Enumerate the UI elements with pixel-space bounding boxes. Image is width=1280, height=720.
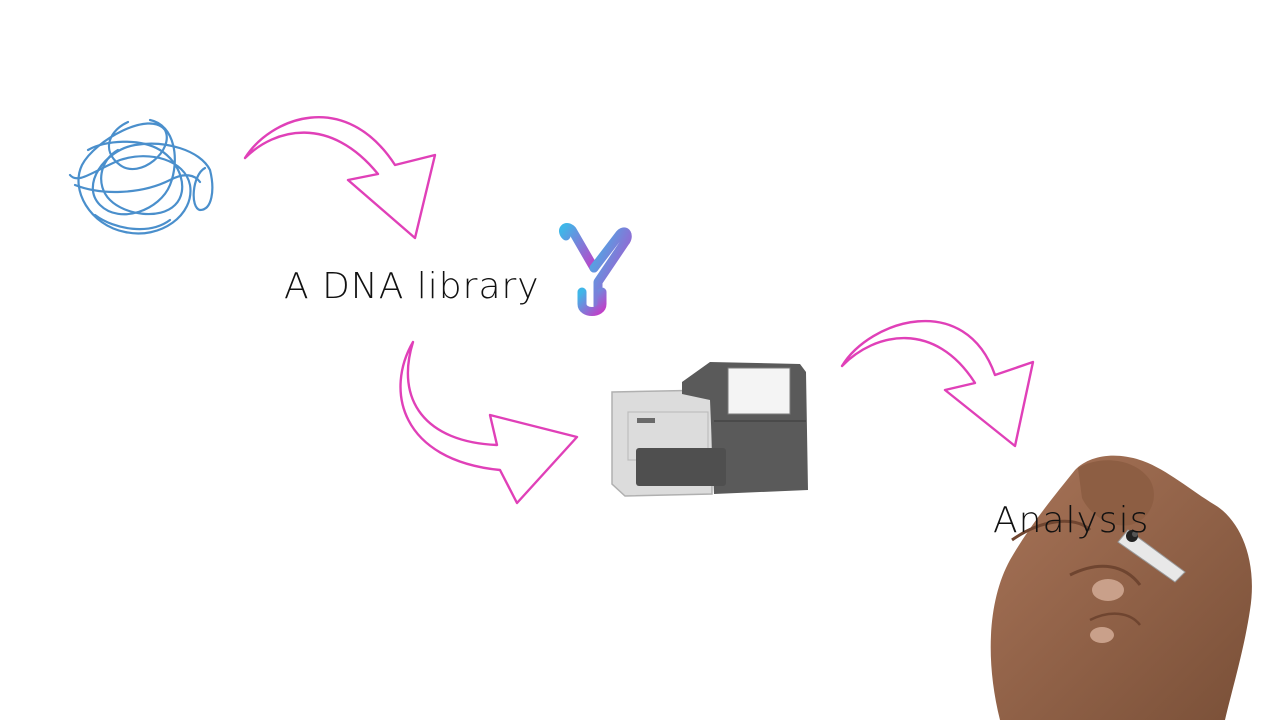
y-logo-icon — [559, 223, 632, 316]
hand-with-marker — [990, 455, 1252, 720]
analysis-label: Analysis — [993, 500, 1150, 541]
arrow-2 — [399, 340, 579, 505]
dna-scribble-icon — [68, 118, 214, 235]
arrow-3 — [840, 319, 1035, 448]
dna-library-label: A DNA library — [284, 266, 540, 307]
arrow-1 — [243, 116, 437, 240]
sequencer-machine-icon — [611, 362, 808, 497]
